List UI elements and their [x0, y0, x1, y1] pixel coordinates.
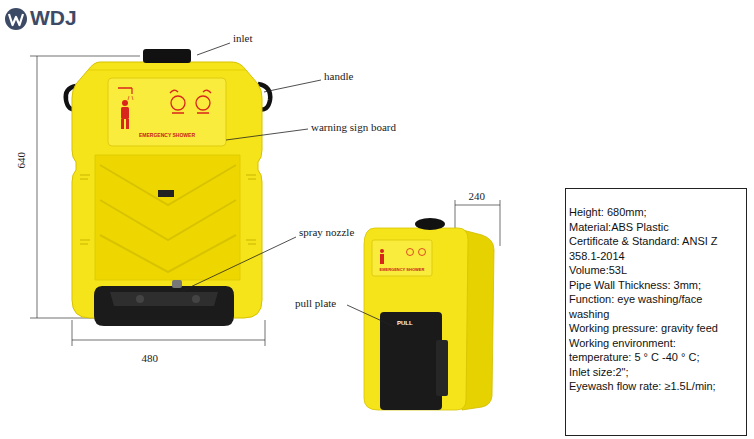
plate-text: PULL [397, 320, 413, 327]
brand-logo: WDJ [30, 6, 77, 30]
logo-icon [5, 8, 27, 30]
part-label: inlet [233, 32, 253, 45]
part-label: pull plate [295, 297, 336, 310]
spec-line: Pipe Wall Thickness: 3mm; [569, 278, 743, 293]
spec-line: Function: eye washing/face washing [569, 292, 743, 321]
dimension: 240 [469, 190, 486, 203]
leader-lines [182, 43, 395, 327]
spec-line: temperature: 5 ° C -40 ° C; [569, 350, 743, 365]
eyewash-unit-side [364, 218, 494, 410]
spec-line: Inlet size:2"; [569, 365, 743, 380]
spec-line: Material:ABS Plastic [569, 220, 743, 235]
sign-text: EMERGENCY SHOWER [139, 133, 195, 139]
sign-text: EMERGENCY SHOWER [380, 268, 425, 273]
dimension: 480 [142, 352, 159, 365]
eyewash-unit-front [66, 49, 271, 326]
spec-line: Eyewash flow rate: ≥1.5L/min; [569, 379, 743, 394]
dimension: 640 [14, 152, 27, 169]
spec-line: Volume:53L [569, 263, 743, 278]
spec-line: Certificate & Standard: ANSI Z 358.1-201… [569, 234, 743, 263]
spec-line: Height: 680mm; [569, 205, 743, 220]
part-label: handle [324, 70, 353, 83]
spec-box: Height: 680mm;Material:ABS PlasticCertif… [565, 188, 747, 436]
part-label: spray nozzle [299, 226, 354, 239]
spec-line: Working pressure: gravity feed [569, 321, 743, 336]
spec-line: Working environment: [569, 336, 743, 351]
part-label: warning sign board [311, 121, 396, 134]
